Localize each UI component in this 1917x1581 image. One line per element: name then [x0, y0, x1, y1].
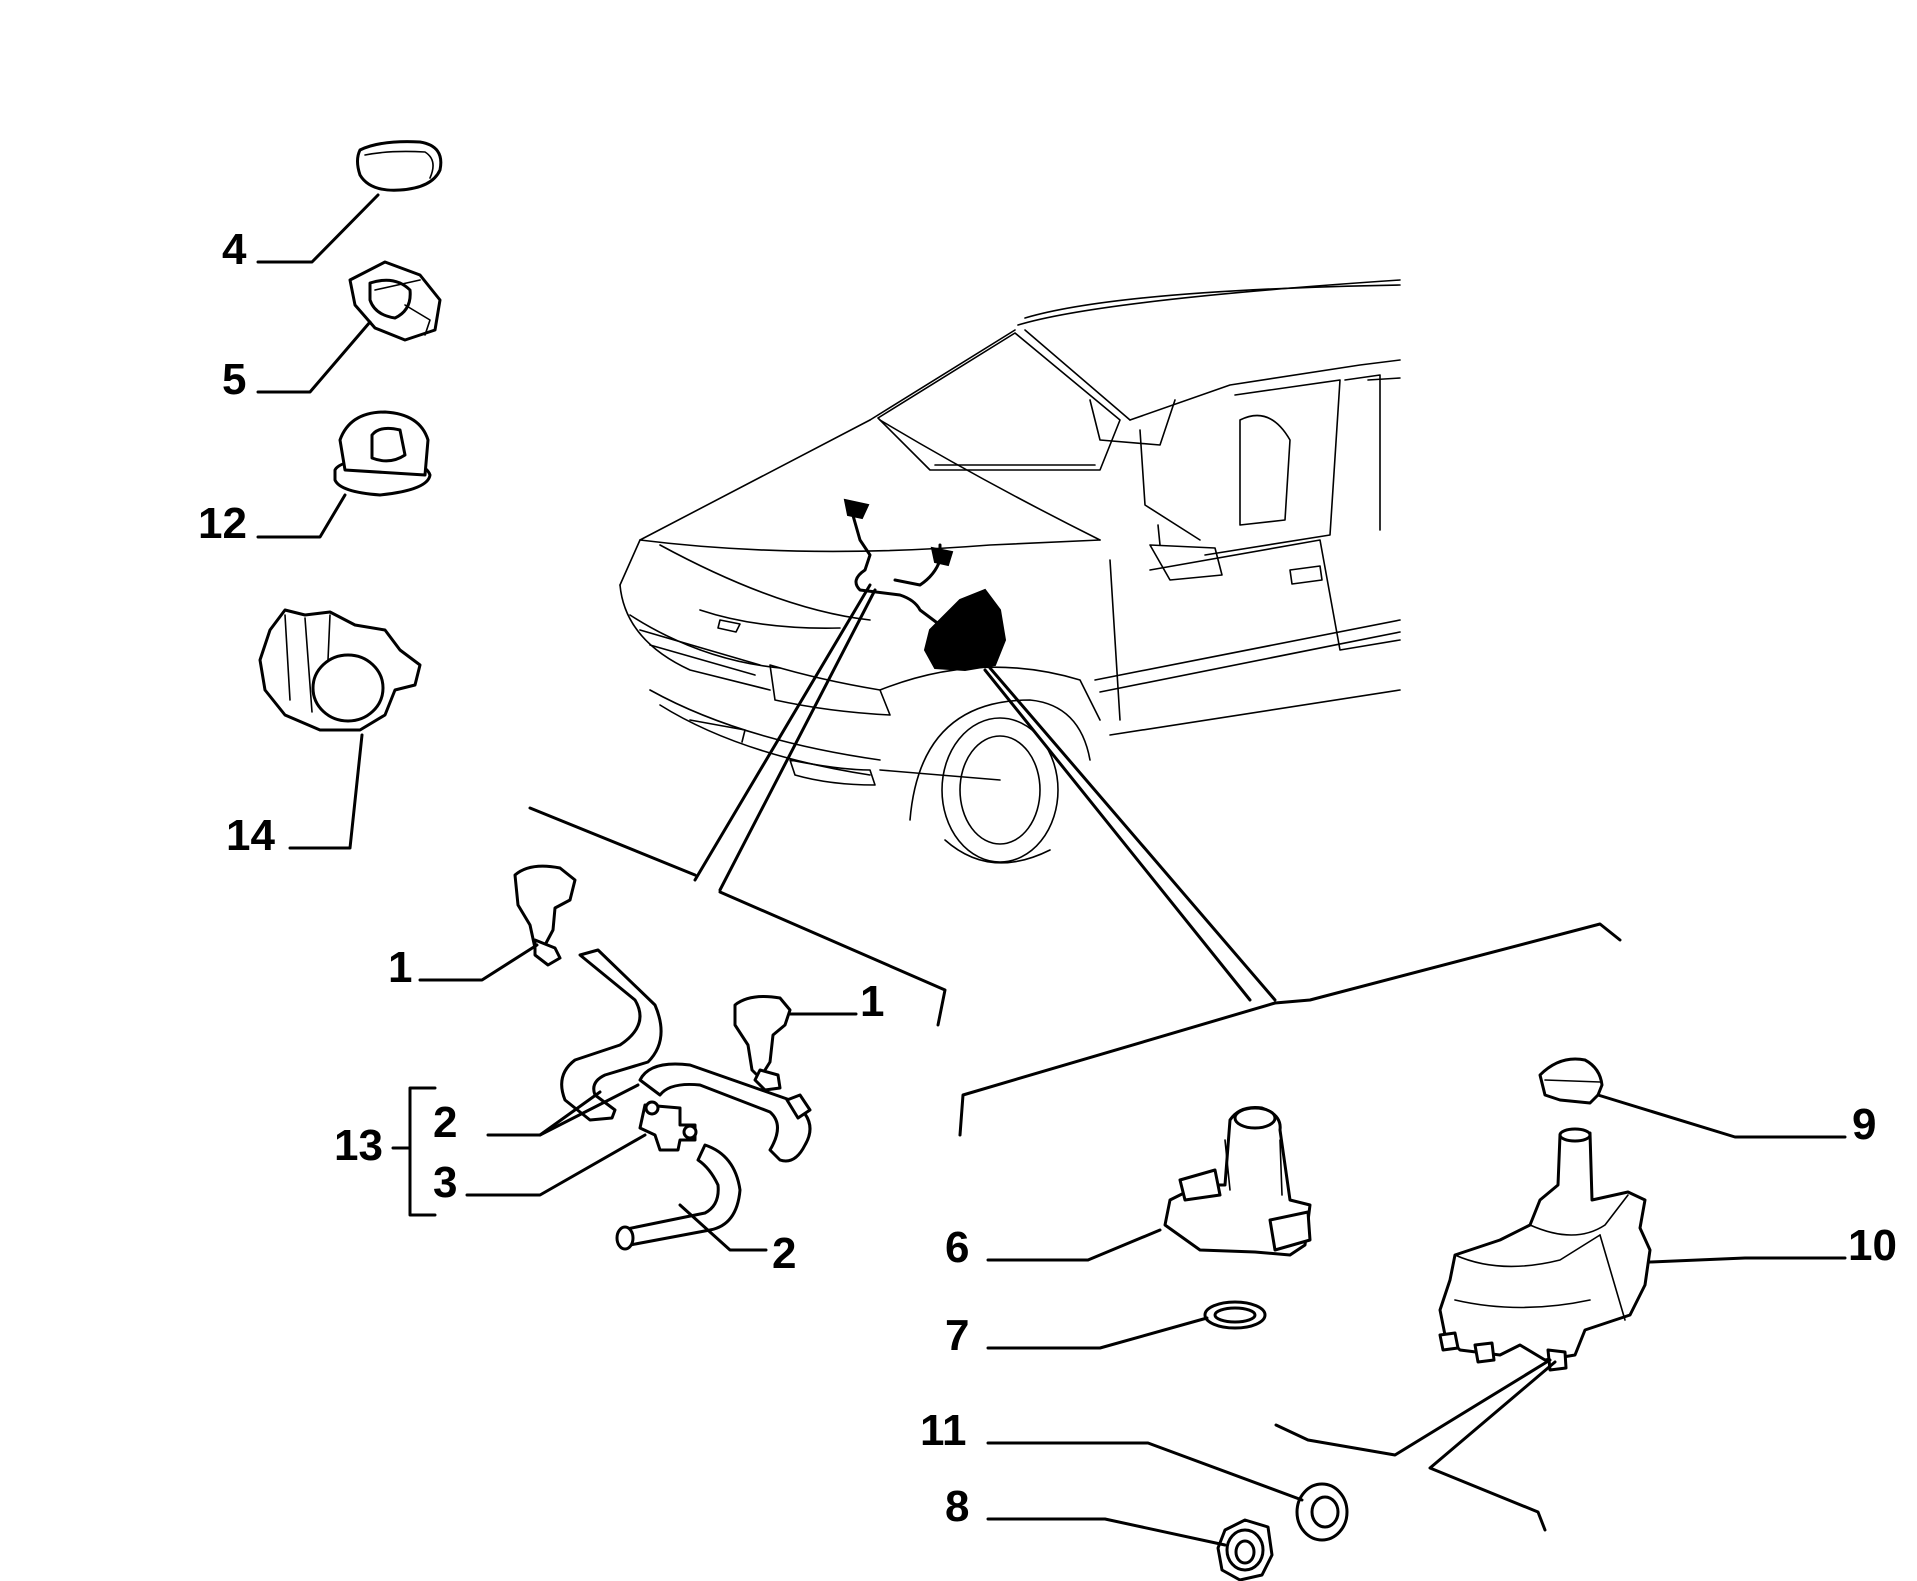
callout-8: 8 — [945, 1482, 969, 1531]
nozzle-left — [513, 864, 577, 967]
part-4-plug — [356, 140, 443, 192]
callout-13: 13 — [334, 1121, 383, 1170]
nozzle-right — [733, 995, 792, 1092]
part-8-nut — [1216, 1518, 1274, 1581]
callout-3: 3 — [433, 1158, 457, 1207]
callout-4: 4 — [222, 225, 247, 274]
hose-upper-left — [560, 948, 663, 1122]
callout-2-lower: 2 — [772, 1229, 796, 1278]
callout-numbers: 4 5 12 14 1 1 13 2 3 2 6 7 11 8 9 10 — [198, 225, 1897, 1531]
callout-11: 11 — [920, 1406, 967, 1455]
callout-6: 6 — [945, 1223, 969, 1272]
part-7-seal — [1203, 1300, 1267, 1330]
callout-7: 7 — [945, 1311, 969, 1360]
callout-14: 14 — [226, 811, 275, 860]
car-leaders — [528, 583, 1622, 1137]
reservoir-leaders — [1274, 1358, 1557, 1532]
part-9-cap — [1538, 1057, 1604, 1105]
t-piece — [638, 1100, 698, 1152]
callout-1-right: 1 — [860, 977, 884, 1026]
callout-10: 10 — [1848, 1221, 1897, 1270]
callout-12: 12 — [198, 499, 247, 548]
callout-leaders — [256, 193, 1847, 1547]
callout-9: 9 — [1852, 1100, 1876, 1149]
part-6-pump — [1163, 1106, 1312, 1257]
part-5-clip — [348, 260, 442, 342]
hose-middle — [638, 1062, 812, 1163]
callout-2-upper: 2 — [433, 1098, 457, 1147]
part-11-washer — [1295, 1482, 1349, 1542]
part-10-reservoir — [1438, 1127, 1652, 1372]
part-12-clip — [333, 410, 432, 497]
callout-5: 5 — [222, 355, 246, 404]
car-illustration — [619, 279, 1401, 864]
hose-lower — [615, 1143, 742, 1251]
callout-1-left: 1 — [388, 943, 412, 992]
part-14-grommet — [258, 608, 422, 732]
